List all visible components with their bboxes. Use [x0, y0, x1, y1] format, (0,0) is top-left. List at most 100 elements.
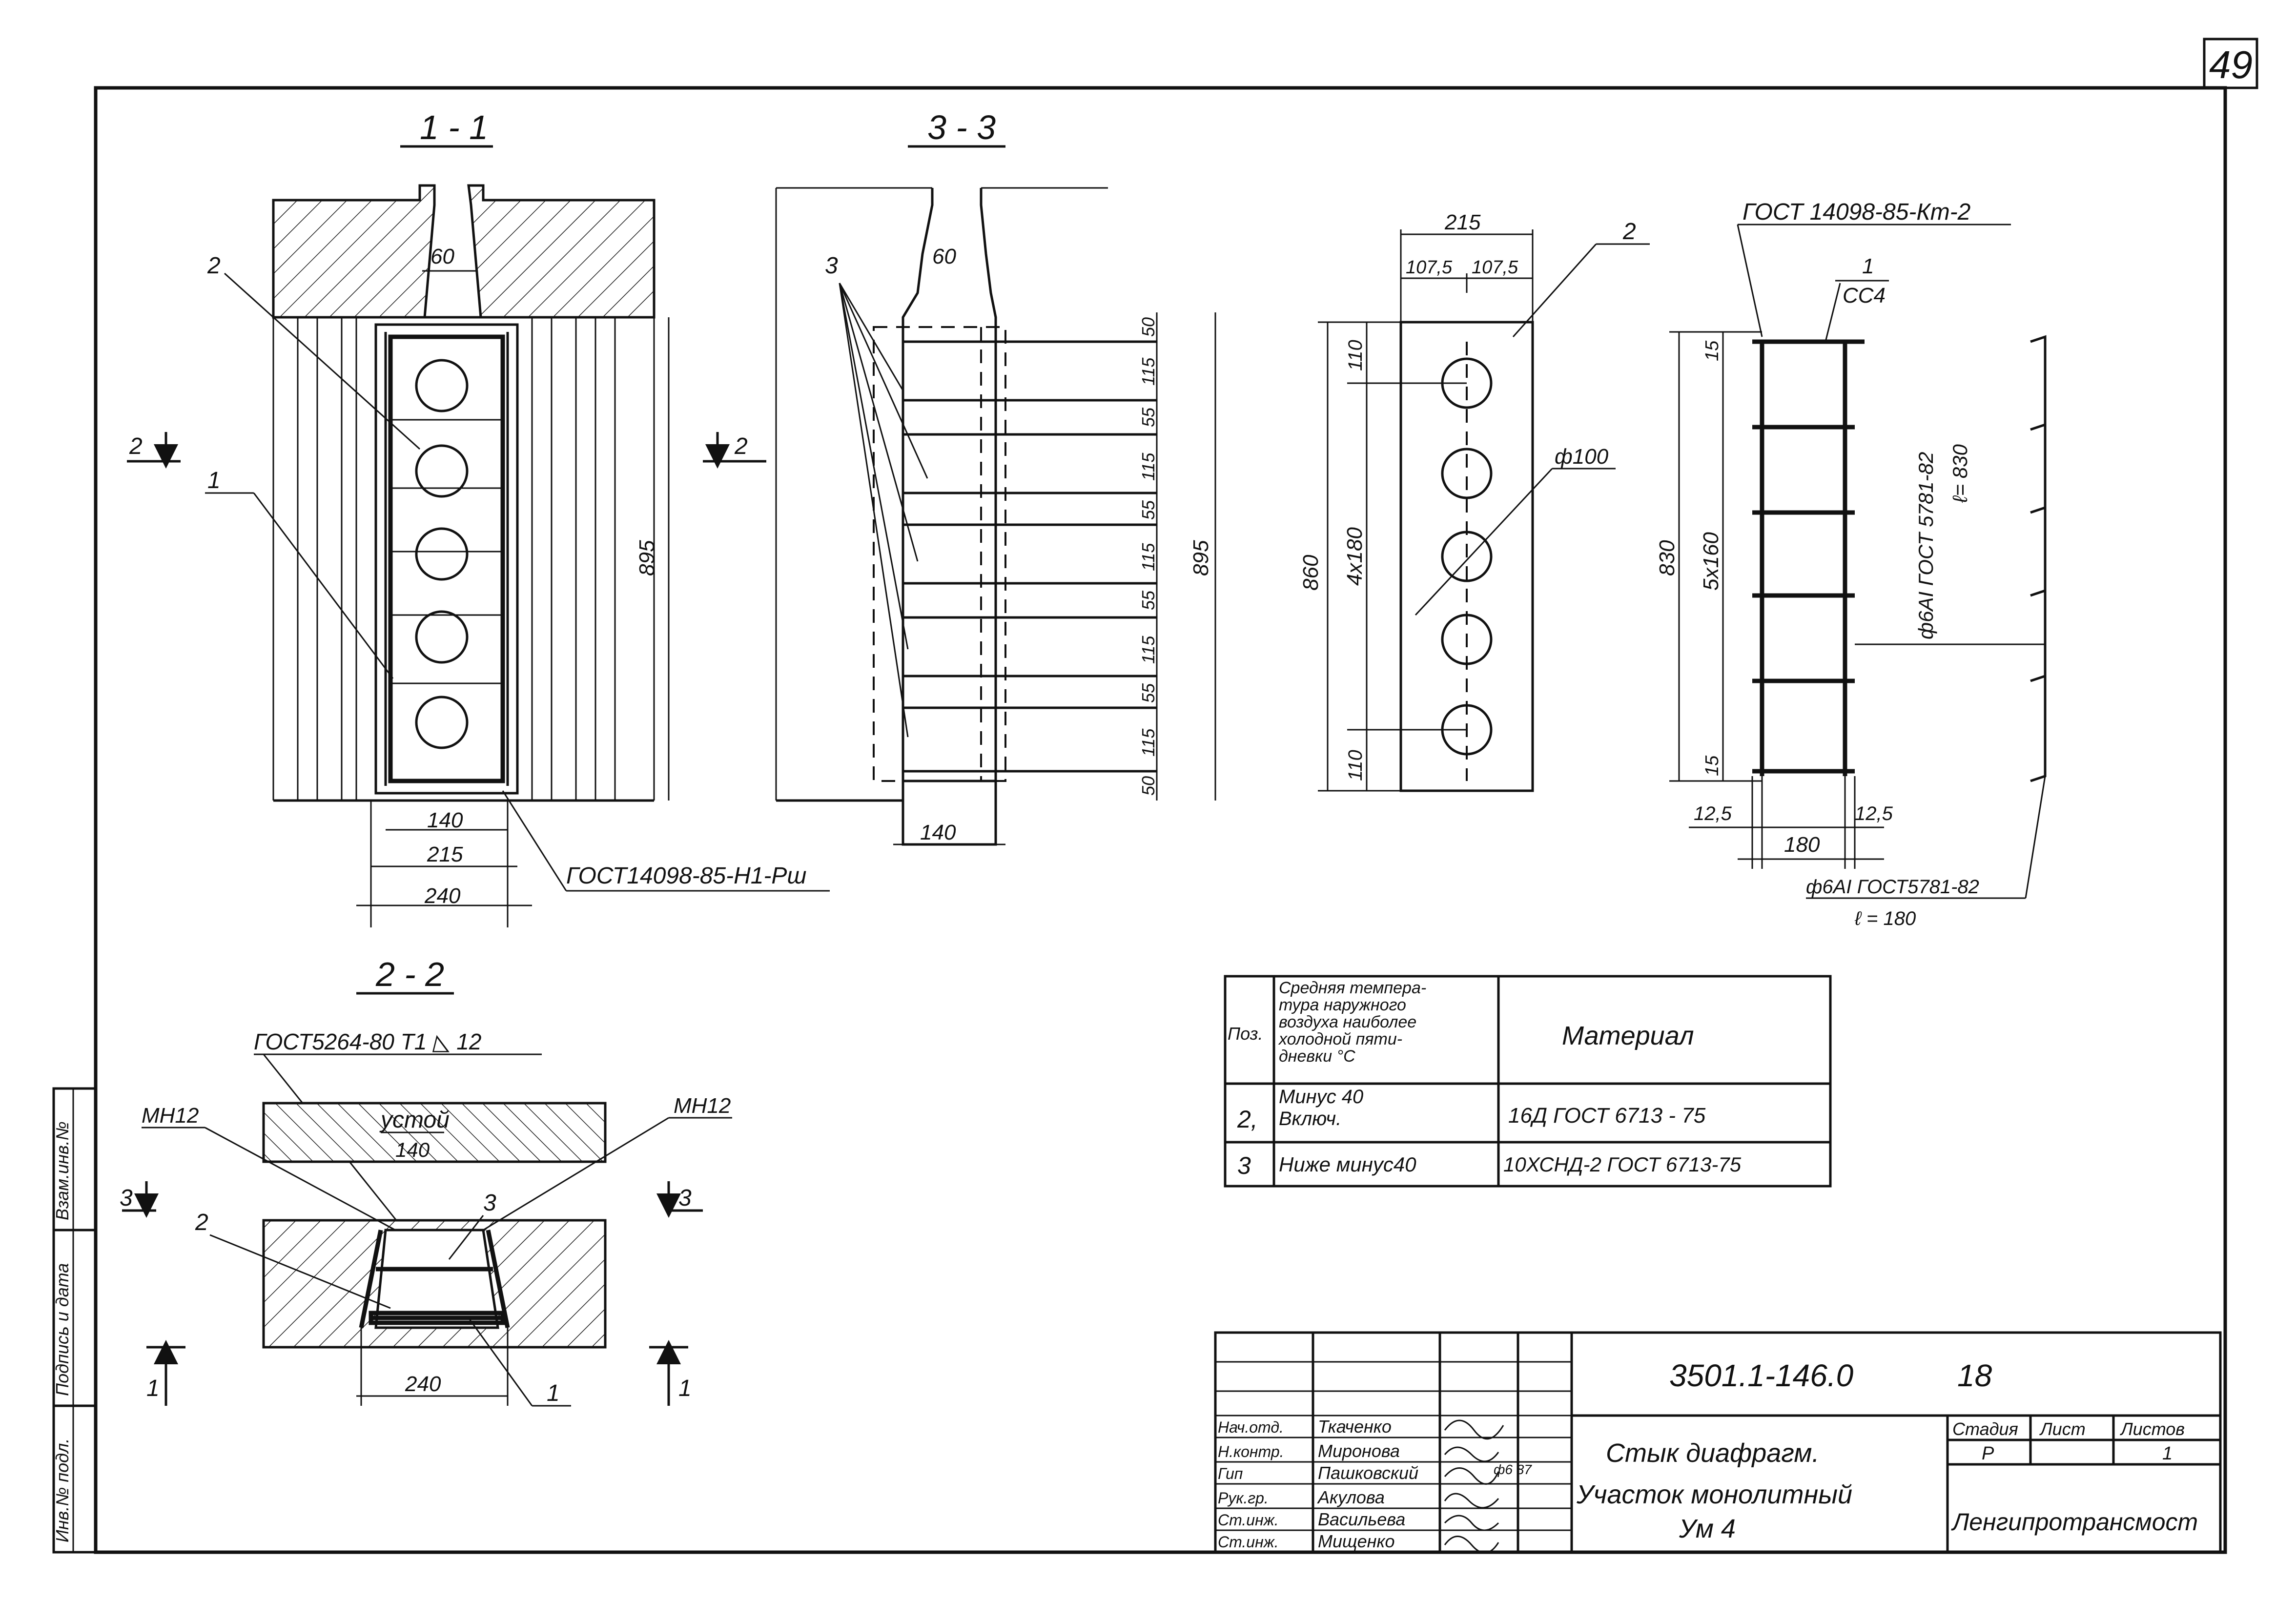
svg-text:115: 115	[1138, 636, 1158, 664]
svg-text:Стык диафрагм.: Стык диафрагм.	[1606, 1438, 1819, 1468]
svg-text:140: 140	[427, 808, 463, 832]
page-number-box	[2203, 38, 2258, 89]
svg-text:Подпись и дата: Подпись и дата	[52, 1263, 72, 1396]
svg-text:107,5: 107,5	[1472, 257, 1518, 278]
svg-text:180: 180	[1784, 833, 1820, 857]
svg-text:Гип: Гип	[1218, 1465, 1243, 1482]
svg-text:60: 60	[430, 245, 454, 268]
svg-text:ℓ = 180: ℓ = 180	[1854, 908, 1916, 929]
svg-text:115: 115	[1138, 728, 1158, 757]
svg-text:ГОСТ 14098-85-Кт-2: ГОСТ 14098-85-Кт-2	[1742, 199, 1970, 225]
svg-text:1: 1	[678, 1376, 692, 1401]
svg-text:МН12: МН12	[142, 1104, 199, 1128]
svg-text:240: 240	[424, 884, 461, 908]
svg-text:Пашковский: Пашковский	[1318, 1463, 1418, 1483]
svg-text:Средняя темпера-: Средняя темпера-	[1279, 979, 1426, 997]
svg-text:2: 2	[1622, 219, 1636, 245]
svg-text:Мищенко: Мищенко	[1318, 1531, 1395, 1551]
svg-text:18: 18	[1957, 1358, 1992, 1393]
svg-text:55: 55	[1138, 590, 1158, 610]
svg-text:115: 115	[1138, 357, 1158, 386]
svg-text:12,5: 12,5	[1694, 803, 1732, 824]
svg-text:Материал: Материал	[1562, 1021, 1694, 1050]
svg-text:60: 60	[932, 245, 956, 268]
svg-text:Лист: Лист	[2039, 1419, 2086, 1439]
svg-text:Н.контр.: Н.контр.	[1218, 1443, 1284, 1460]
svg-text:3: 3	[678, 1185, 692, 1211]
svg-text:1: 1	[1862, 254, 1874, 278]
svg-text:3: 3	[825, 253, 838, 279]
svg-text:830: 830	[1655, 540, 1679, 576]
section-2-2-title: 2 - 2	[375, 955, 444, 993]
svg-text:12,5: 12,5	[1855, 803, 1893, 824]
svg-text:55: 55	[1138, 407, 1158, 427]
svg-text:Листов: Листов	[2120, 1419, 2185, 1439]
svg-text:Участок монолитный: Участок монолитный	[1576, 1480, 1852, 1509]
svg-text:5х160: 5х160	[1699, 532, 1723, 591]
svg-text:110: 110	[1345, 340, 1366, 371]
svg-text:1: 1	[207, 468, 221, 493]
svg-text:2,: 2,	[1237, 1106, 1258, 1133]
svg-text:Стадия: Стадия	[1952, 1419, 2018, 1439]
svg-text:ф100: ф100	[1555, 445, 1609, 469]
svg-text:Включ.: Включ.	[1279, 1108, 1341, 1130]
svg-text:115: 115	[1138, 452, 1158, 481]
svg-text:МН12: МН12	[674, 1094, 731, 1118]
side-stamp: Инв.№ подл. Подпись и дата Взам.инв.№	[52, 1087, 97, 1554]
svg-text:ГОСТ14098-85-Н1-Рш: ГОСТ14098-85-Н1-Рш	[566, 863, 806, 889]
section-3-3: 3 - 3 60 3	[703, 108, 1216, 846]
svg-text:107,5: 107,5	[1406, 257, 1453, 278]
mesh-detail: ГОСТ 14098-85-Кт-2 1 СС4 15 5х160 15 830	[1655, 199, 2047, 929]
svg-text:Ткаченко: Ткаченко	[1318, 1417, 1392, 1437]
svg-text:2: 2	[734, 433, 748, 459]
svg-text:115: 115	[1138, 543, 1158, 571]
svg-text:Васильева: Васильева	[1318, 1509, 1405, 1529]
svg-text:ГОСТ5264-80 Т1 ◺ 12: ГОСТ5264-80 Т1 ◺ 12	[254, 1029, 481, 1054]
page-number: 49	[2209, 43, 2253, 86]
svg-text:Минус 40: Минус 40	[1279, 1086, 1363, 1108]
materials-table: Поз. Средняя темпера- тура наружного воз…	[1224, 975, 1832, 1188]
svg-text:1: 1	[547, 1380, 560, 1406]
svg-text:2: 2	[129, 433, 143, 459]
svg-text:ℓ= 830: ℓ= 830	[1948, 444, 1971, 503]
svg-text:Акулова: Акулова	[1317, 1487, 1385, 1507]
svg-text:Поз.: Поз.	[1228, 1024, 1263, 1044]
svg-text:3: 3	[1237, 1152, 1251, 1179]
svg-text:Миронова: Миронова	[1318, 1441, 1400, 1461]
svg-text:3: 3	[120, 1185, 133, 1211]
plate-detail: 215 107,5 107,5 110 4х180 110 860 2 ф100	[1299, 210, 1650, 792]
title-block: Нач.отд. Н.контр. Гип Рук.гр. Ст.инж. Ст…	[1214, 1331, 2222, 1554]
svg-text:Взам.инв.№: Взам.инв.№	[52, 1121, 72, 1220]
section-1-1: 1 - 1 60	[127, 108, 830, 927]
svg-text:215: 215	[1444, 210, 1481, 234]
svg-text:50: 50	[1138, 317, 1158, 337]
svg-text:устой: устой	[379, 1107, 450, 1133]
section-1-1-title: 1 - 1	[420, 108, 488, 146]
svg-text:16Д ГОСТ 6713 - 75: 16Д ГОСТ 6713 - 75	[1508, 1104, 1706, 1128]
svg-text:1: 1	[2162, 1443, 2173, 1464]
outer-frame	[94, 86, 2227, 1554]
signatures	[1444, 1419, 1504, 1554]
svg-text:Нач.отд.: Нач.отд.	[1218, 1418, 1284, 1436]
svg-text:2: 2	[207, 253, 221, 279]
svg-text:Ст.инж.: Ст.инж.	[1218, 1511, 1279, 1529]
svg-text:895: 895	[1189, 540, 1213, 576]
svg-text:860: 860	[1299, 555, 1323, 591]
svg-text:3: 3	[483, 1190, 496, 1216]
svg-text:Инв.№ подл.: Инв.№ подл.	[52, 1438, 72, 1542]
svg-text:холодной пяти-: холодной пяти-	[1278, 1030, 1402, 1048]
svg-text:895: 895	[635, 540, 659, 576]
svg-text:4х180: 4х180	[1343, 527, 1367, 586]
svg-text:110: 110	[1345, 750, 1366, 781]
svg-text:дневки °С: дневки °С	[1279, 1047, 1355, 1066]
svg-text:140: 140	[395, 1138, 430, 1161]
svg-text:50: 50	[1138, 776, 1158, 796]
svg-text:СС4: СС4	[1843, 284, 1886, 308]
svg-text:Ленгипротрансмост: Ленгипротрансмост	[1951, 1508, 2198, 1536]
svg-text:15: 15	[1702, 340, 1722, 361]
svg-text:3501.1-146.0: 3501.1-146.0	[1669, 1358, 1854, 1393]
svg-text:2: 2	[195, 1210, 208, 1235]
svg-text:55: 55	[1138, 500, 1158, 520]
svg-text:воздуха наиболее: воздуха наиболее	[1279, 1013, 1416, 1031]
